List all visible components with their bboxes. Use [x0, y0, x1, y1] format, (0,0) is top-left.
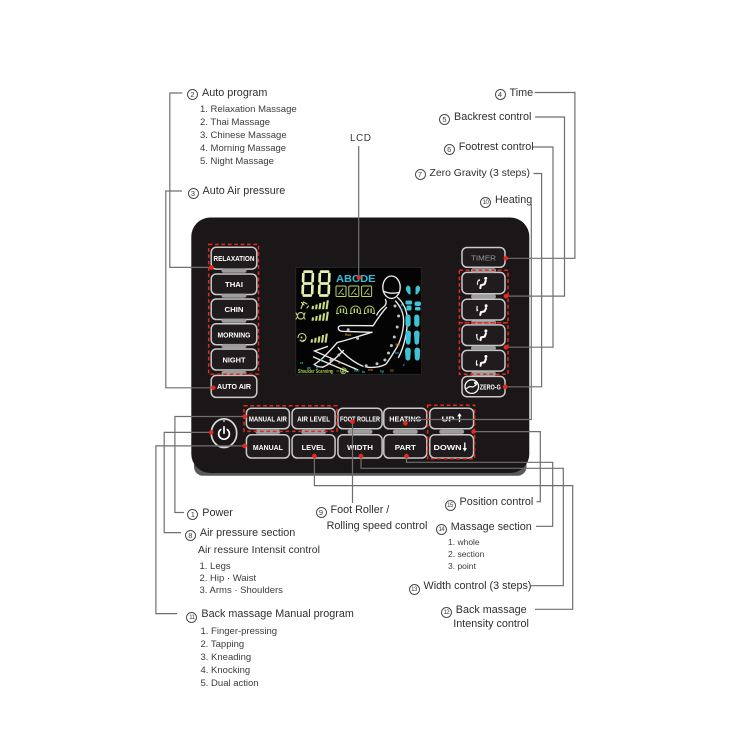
svg-text:Shoulder Scanning: Shoulder Scanning: [298, 369, 333, 375]
svg-text:ft: ft: [330, 370, 333, 374]
svg-text:RELAXATION: RELAXATION: [214, 254, 255, 263]
svg-text:AUTO AIR: AUTO AIR: [217, 382, 252, 391]
svg-text:zz: zz: [300, 361, 304, 365]
svg-text:THAI: THAI: [225, 280, 243, 289]
svg-text:FOOT ROLLER: FOOT ROLLER: [340, 415, 380, 424]
svg-text:DOWN: DOWN: [434, 443, 462, 452]
svg-text:MORNING: MORNING: [218, 331, 251, 340]
svg-text:kn: kn: [395, 351, 399, 355]
svg-text:Rua: Rua: [345, 333, 351, 337]
svg-text:w: w: [315, 366, 319, 370]
svg-text:TIMER: TIMER: [471, 253, 497, 262]
svg-text:ge: ge: [307, 366, 311, 370]
svg-text:tu: tu: [362, 370, 365, 374]
svg-text:WIDTH: WIDTH: [347, 443, 373, 452]
svg-text:hp: hp: [380, 370, 384, 374]
svg-text:q: q: [320, 358, 322, 362]
svg-text:ABCDE: ABCDE: [336, 274, 376, 285]
svg-text:os: os: [390, 369, 394, 373]
svg-text:mo: mo: [368, 368, 373, 372]
svg-text:abc: abc: [354, 369, 360, 373]
svg-text:MANUAL: MANUAL: [253, 443, 283, 452]
svg-text:CHIN: CHIN: [225, 305, 244, 314]
svg-text:BE: BE: [396, 343, 400, 347]
svg-text:ZERO-G: ZERO-G: [480, 385, 501, 392]
svg-text:NIGHT: NIGHT: [223, 356, 246, 365]
svg-text:MANUAL AIR: MANUAL AIR: [249, 415, 287, 424]
svg-text:PART: PART: [395, 443, 416, 452]
svg-text:AIR LEVEL: AIR LEVEL: [297, 415, 330, 424]
svg-text:e: e: [403, 363, 405, 367]
svg-text:an: an: [338, 361, 342, 365]
svg-text:LEVEL: LEVEL: [302, 443, 326, 452]
